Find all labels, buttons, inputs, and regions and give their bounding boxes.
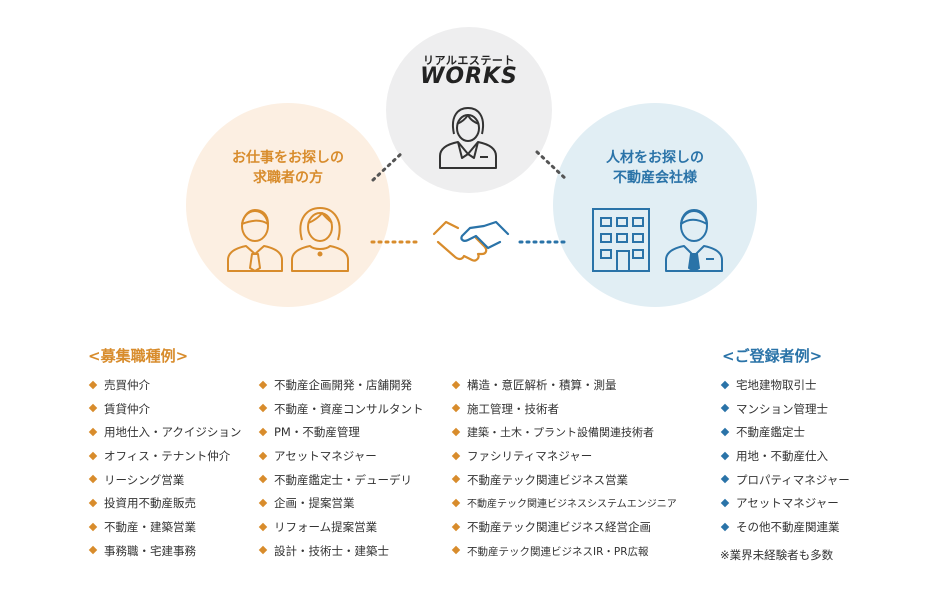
job-categories-column-2: 不動産企画開発・店舗開発 不動産・資産コンサルタント PM・不動産管理 アセット… — [258, 374, 424, 564]
list-item: 企画・提案営業 — [258, 492, 424, 516]
diamond-bullet-icon — [451, 403, 461, 413]
diamond-bullet-icon — [451, 475, 461, 484]
diamond-bullet-icon — [258, 546, 268, 555]
male-seeker-icon — [227, 209, 283, 272]
list-item: プロパティマネジャー — [720, 469, 850, 493]
list-item: 不動産・建築営業 — [88, 516, 241, 540]
list-item: リフォーム提案営業 — [258, 516, 424, 540]
diamond-bullet-icon — [720, 380, 730, 389]
diamond-bullet-icon — [258, 498, 268, 508]
diamond-bullet-icon — [258, 522, 268, 531]
job-seeker-title-line1: お仕事をお探しの — [232, 150, 344, 166]
diamond-bullet-icon — [88, 451, 98, 460]
brand-subtitle: リアルエステート — [423, 54, 515, 67]
company-circle — [553, 103, 757, 307]
company-title: 人材をお探しの 不動産会社様 — [553, 148, 757, 188]
company-title-line2: 不動産会社様 — [613, 170, 697, 186]
list-item: 賃貸仲介 — [88, 398, 241, 422]
works-center-circle — [386, 27, 552, 193]
diamond-bullet-icon — [451, 380, 461, 389]
list-item: 宅地建物取引士 — [720, 374, 850, 398]
list-item: 投資用不動産販売 — [88, 492, 241, 516]
registrants-heading: <ご登録者例> — [722, 347, 823, 365]
list-item: その他不動産関連業 — [720, 516, 850, 540]
diamond-bullet-icon — [720, 522, 730, 531]
diamond-bullet-icon — [451, 427, 461, 437]
diamond-bullet-icon — [451, 546, 461, 555]
company-title-line1: 人材をお探しの — [606, 150, 704, 166]
diamond-bullet-icon — [88, 546, 98, 555]
list-item: 売買仲介 — [88, 374, 241, 398]
diamond-bullet-icon — [88, 403, 98, 413]
list-item: 不動産企画開発・店舗開発 — [258, 374, 424, 398]
diamond-bullet-icon — [720, 403, 730, 413]
diamond-bullet-icon — [88, 475, 98, 484]
list-item: 建築・土木・プラント設備関連技術者 — [451, 421, 677, 445]
diamond-bullet-icon — [258, 451, 268, 460]
list-item: マンション管理士 — [720, 398, 850, 422]
registrants-note: ※業界未経験者も多数 — [720, 548, 834, 562]
list-item: オフィス・テナント仲介 — [88, 445, 241, 469]
diamond-bullet-icon — [88, 427, 98, 437]
list-item: 設計・技術士・建築士 — [258, 540, 424, 564]
diamond-bullet-icon — [720, 498, 730, 508]
list-item: アセットマネジャー — [720, 492, 850, 516]
list-item: 不動産テック関連ビジネス経営企画 — [451, 516, 677, 540]
list-item: 用地・不動産仕入 — [720, 445, 850, 469]
diamond-bullet-icon — [451, 522, 461, 531]
handshake-icon — [432, 220, 510, 262]
diamond-bullet-icon — [88, 380, 98, 389]
list-item: PM・不動産管理 — [258, 421, 424, 445]
diamond-bullet-icon — [88, 522, 98, 531]
diamond-bullet-icon — [258, 475, 268, 484]
job-categories-column-1: 売買仲介 賃貸仲介 用地仕入・アクイジション オフィス・テナント仲介 リーシング… — [88, 374, 241, 564]
diamond-bullet-icon — [88, 498, 98, 508]
list-item: 用地仕入・アクイジション — [88, 421, 241, 445]
diamond-bullet-icon — [720, 451, 730, 460]
list-item: 構造・意匠解析・積算・測量 — [451, 374, 677, 398]
job-categories-heading: <募集職種例> — [88, 347, 189, 365]
list-item: 不動産テック関連ビジネスシステムエンジニア — [451, 492, 677, 516]
list-item: リーシング営業 — [88, 469, 241, 493]
diamond-bullet-icon — [451, 451, 461, 460]
businessman-icon — [665, 209, 723, 272]
female-seeker-icon — [291, 207, 349, 272]
building-icon — [592, 208, 650, 272]
list-item: ファシリティマネジャー — [451, 445, 677, 469]
diamond-bullet-icon — [451, 498, 461, 508]
job-categories-column-3: 構造・意匠解析・積算・測量 施工管理・技術者 建築・土木・プラント設備関連技術者… — [451, 374, 677, 564]
agent-person-icon — [439, 107, 497, 169]
list-item: 不動産・資産コンサルタント — [258, 398, 424, 422]
list-item: 不動産テック関連ビジネス営業 — [451, 469, 677, 493]
diamond-bullet-icon — [720, 427, 730, 437]
brand-logo: WORKS — [420, 64, 518, 89]
diamond-bullet-icon — [720, 475, 730, 484]
diamond-bullet-icon — [258, 427, 268, 437]
job-seeker-title: お仕事をお探しの 求職者の方 — [186, 148, 390, 188]
job-seeker-title-line2: 求職者の方 — [253, 170, 323, 186]
list-item: 不動産鑑定士・デューデリ — [258, 469, 424, 493]
list-item: 不動産鑑定士 — [720, 421, 850, 445]
list-item: 施工管理・技術者 — [451, 398, 677, 422]
diamond-bullet-icon — [258, 380, 268, 389]
job-seeker-circle — [186, 103, 390, 307]
list-item: 事務職・宅建事務 — [88, 540, 241, 564]
diamond-bullet-icon — [258, 403, 268, 413]
list-item: アセットマネジャー — [258, 445, 424, 469]
registrants-list: 宅地建物取引士 マンション管理士 不動産鑑定士 用地・不動産仕入 プロパティマネ… — [720, 374, 850, 540]
list-item: 不動産テック関連ビジネスIR・PR広報 — [451, 540, 677, 564]
